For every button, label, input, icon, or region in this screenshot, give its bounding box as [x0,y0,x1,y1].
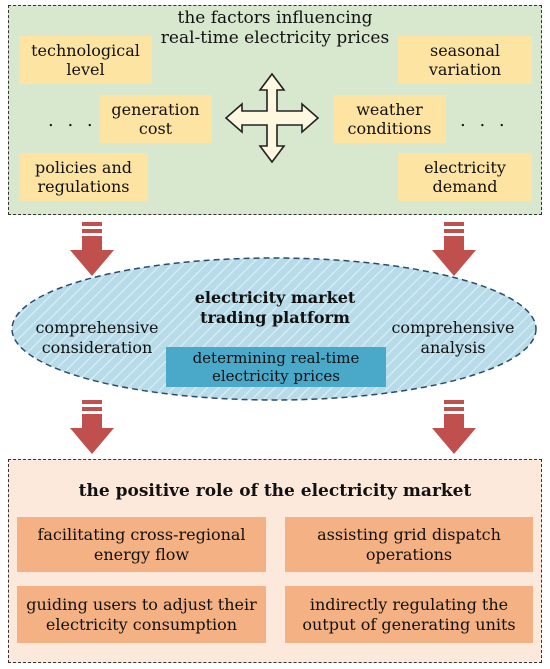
ellipsis-right: . . . [460,110,509,131]
factors-panel-title: the factors influencing real-time electr… [8,8,542,48]
ellipsis-left: . . . [48,110,97,131]
comprehensive-analysis-label: comprehensive analysis [378,318,528,358]
factors-title-line2: real-time electricity prices [160,28,390,48]
factor-generation-cost: generation cost [99,95,212,143]
factor-policies-and-regulations: policies and regulations [19,153,148,201]
platform-title-line2: trading platform [200,308,350,327]
role-regulating-output: indirectly regulating the output of gene… [285,586,533,643]
price-line1: determining real-time [192,349,360,367]
determining-prices-box: determining real-time electricity prices [166,347,386,387]
role-grid-dispatch: assisting grid dispatch operations [285,517,533,572]
left-text-line1: comprehensive [35,318,159,337]
role-guiding-users: guiding users to adjust their electricit… [17,586,266,643]
price-line2: electricity prices [212,367,340,385]
factors-title-line1: the factors influencing [177,8,373,28]
down-arrow-icon [432,222,476,276]
platform-title: electricity market trading platform [160,288,390,328]
role-cross-regional-energy-flow: facilitating cross-regional energy flow [17,517,266,572]
factor-weather-conditions: weather conditions [333,95,446,143]
factor-seasonal-variation: seasonal variation [398,36,532,84]
left-text-line2: consideration [41,338,153,357]
down-arrow-icon [70,222,114,276]
four-way-arrow-icon [224,72,320,164]
down-arrow-icon [70,400,114,454]
platform-title-line1: electricity market [194,288,356,307]
comprehensive-consideration-label: comprehensive consideration [22,318,172,358]
right-text-line1: comprehensive [391,318,515,337]
factor-electricity-demand: electricity demand [398,153,532,201]
trading-platform-ellipse [11,257,537,401]
down-arrow-icon [432,400,476,454]
right-text-line2: analysis [420,338,486,357]
roles-panel-title: the positive role of the electricity mar… [78,481,472,501]
factor-technological-level: technological level [19,36,152,84]
